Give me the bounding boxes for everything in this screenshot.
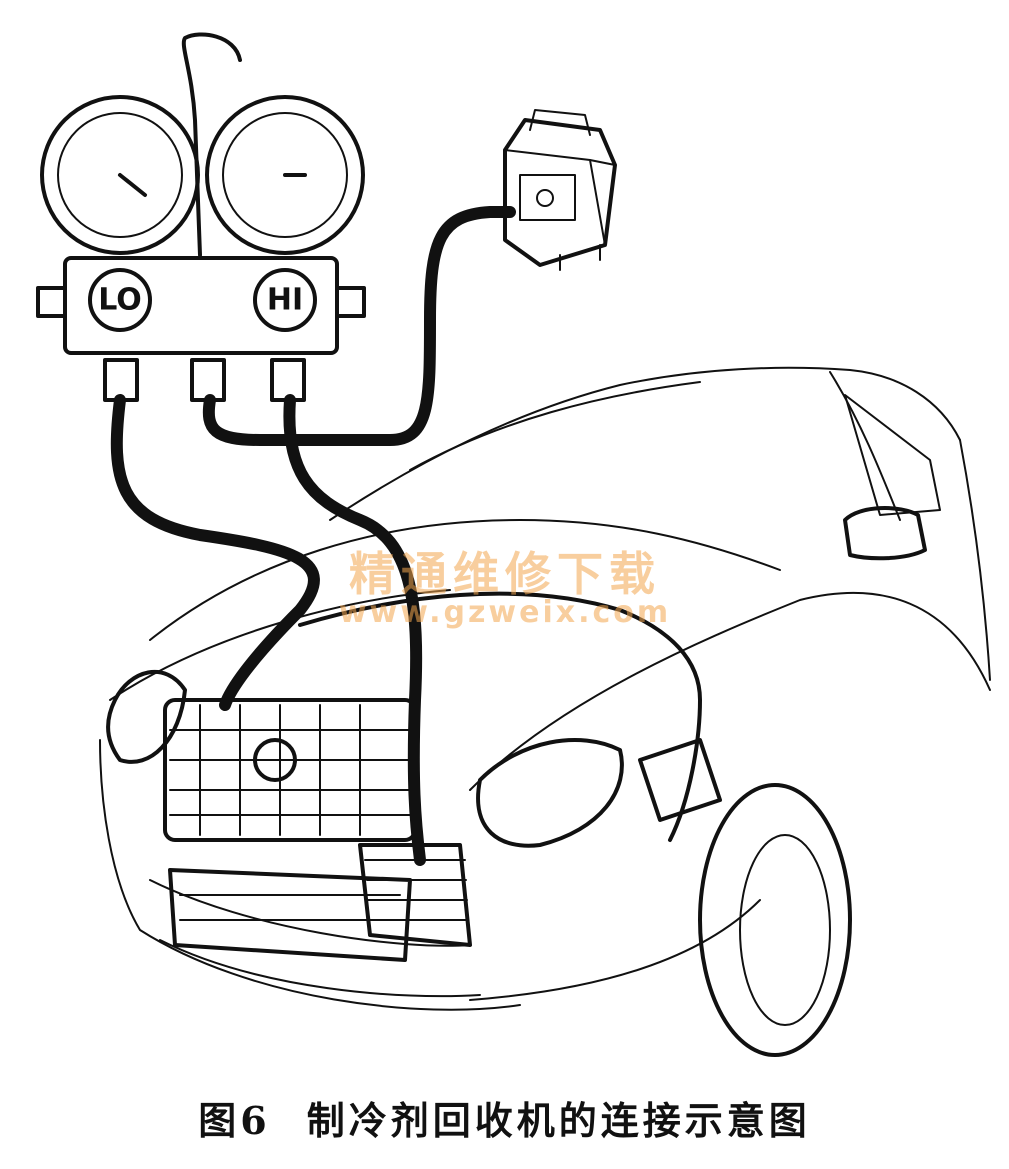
figure-caption: 图6 制冷剂回收机的连接示意图	[0, 1090, 1009, 1145]
recovery-machine	[503, 109, 617, 271]
watermark-url: www.gzweix.com	[339, 595, 671, 630]
figure-number: 图6	[198, 1098, 271, 1143]
watermark: 精通维修下载 www.gzweix.com	[339, 547, 671, 630]
low-pressure-gauge	[40, 95, 200, 255]
hoses	[110, 206, 702, 866]
figure-title: 制冷剂回收机的连接示意图	[306, 1098, 811, 1143]
low-gauge-label: LO	[98, 283, 142, 318]
high-pressure-gauge	[205, 95, 365, 255]
car-outline	[99, 366, 991, 1057]
manifold-gauge-set: LO HI	[36, 32, 366, 402]
watermark-chinese: 精通维修下载	[349, 547, 661, 601]
high-gauge-label: HI	[267, 283, 303, 318]
